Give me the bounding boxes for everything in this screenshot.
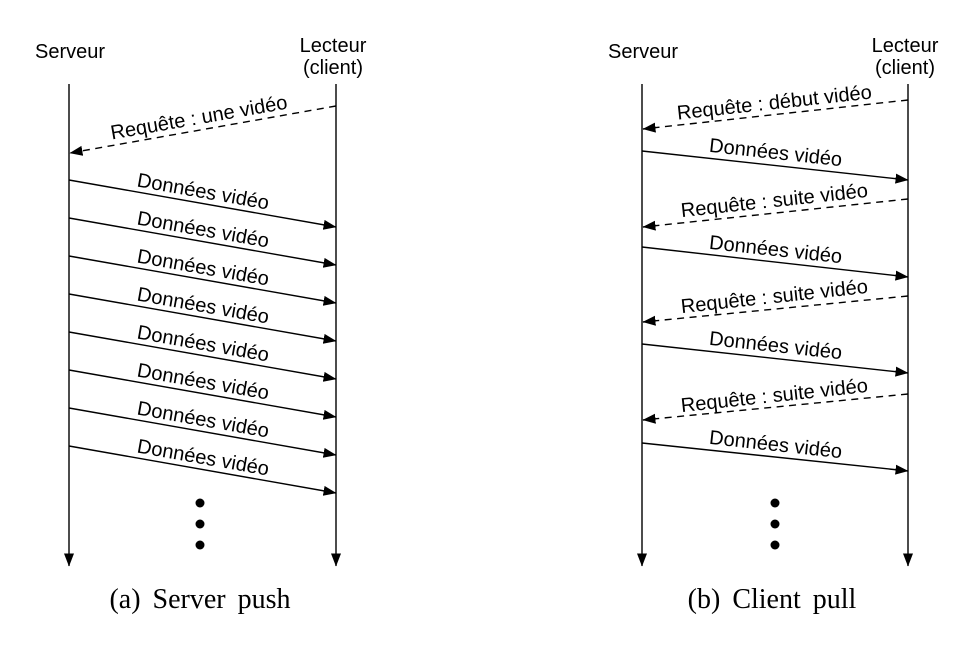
actor-label-client-line1: Lecteur [300,35,367,57]
panel-client-pull: Serveur Lecteur (client) Requête : début… [608,35,939,615]
dot [770,498,780,508]
message-arrow-data [68,255,337,306]
panel-server-push: Serveur Lecteur (client) Requête : une v… [35,35,367,615]
message-label: Données vidéo [135,360,270,405]
message-label: Données vidéo [135,170,270,215]
actor-label-server: Serveur [35,41,105,63]
message-label: Données vidéo [135,284,270,329]
message-arrow-data [68,445,337,496]
message-arrow-data [68,293,337,344]
message-arrow-data [68,179,337,230]
actor-label-client-line2: (client) [875,57,935,79]
message-arrow-data [68,407,337,458]
dot [195,519,205,529]
dot [770,540,780,550]
message-label: Données vidéo [135,322,270,367]
message-arrow-request [642,99,909,133]
message-label: Requête : suite vidéo [680,375,869,417]
message-arrow-data [641,150,909,184]
message-label: Données vidéo [135,398,270,443]
message-arrow-request [642,198,909,231]
dot [195,498,205,508]
message-label: Requête : suite vidéo [680,180,869,222]
dot [770,519,780,529]
message-label: Requête : suite vidéo [680,276,869,318]
actor-label-server: Serveur [608,41,678,63]
panel-caption: (a) Server push [109,584,290,615]
message-label: Données vidéo [135,436,270,481]
message-arrow-request [642,295,909,326]
message-label: Requête : début vidéo [676,82,873,125]
dot [195,540,205,550]
message-label: Requête : une vidéo [109,92,289,145]
message-arrow-data [68,217,337,268]
message-arrow-data [68,331,337,382]
message-arrow-request [69,105,337,156]
actor-label-client-line2: (client) [303,57,363,79]
message-arrow-request [642,393,909,424]
panel-caption: (b) Client pull [688,584,857,615]
message-label: Données vidéo [135,208,270,253]
actor-label-client-line1: Lecteur [872,35,939,57]
message-arrow-data [641,442,909,475]
message-arrow-data [68,369,337,420]
ellipsis-dots [770,498,780,550]
message-arrow-data [641,246,909,281]
message-label: Données vidéo [135,246,270,291]
message-arrow-data [641,343,909,377]
ellipsis-dots [195,498,205,550]
